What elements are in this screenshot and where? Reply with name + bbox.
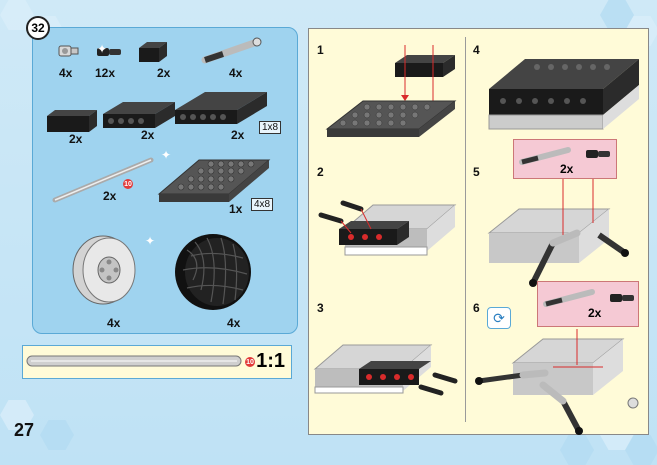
scale-ratio: 1:1 (256, 350, 285, 372)
sparkle-icon: ✦ (161, 148, 172, 162)
bush-part (58, 45, 79, 57)
column-divider (465, 37, 466, 422)
step-1-illustration (325, 45, 457, 137)
axle-part (52, 157, 154, 203)
plate-4x8-part (157, 159, 271, 202)
step-badge: 32 (26, 16, 50, 40)
callout-qty: 2x (560, 162, 574, 176)
step-2-illustration (318, 200, 457, 256)
shock-absorber-part (201, 37, 262, 64)
step-5-callout: 2x (513, 139, 617, 179)
axle-scale-part (26, 355, 242, 367)
part-qty: 1x (229, 202, 243, 216)
decor-hex (600, 0, 634, 30)
part-qty: 2x (231, 128, 245, 142)
pin-part (97, 48, 121, 56)
part-qty: 12x (95, 66, 116, 80)
wheel-rim-part (72, 235, 136, 305)
scale-ruler: 10 1:1 (22, 345, 292, 379)
step-number: 5 (473, 165, 480, 179)
pin-part (610, 294, 634, 302)
pin-part (586, 150, 610, 158)
rotate-icon: ⟳ (487, 307, 511, 329)
part-qty: 2x (103, 189, 117, 203)
brick-1x2-part (139, 42, 167, 62)
step-6-illustration (475, 329, 639, 435)
part-qty: 2x (157, 66, 171, 80)
callout-qty: 2x (588, 306, 602, 320)
decor-hex (40, 420, 74, 450)
shock-absorber-part (543, 289, 595, 307)
step-number: 6 (473, 301, 480, 315)
step-number: 2 (317, 165, 324, 179)
technic-brick-1x8-part (175, 92, 267, 124)
part-qty: 2x (141, 128, 155, 142)
step-5-illustration (487, 179, 629, 287)
part-qty: 4x (227, 316, 241, 330)
page-number: 27 (14, 420, 35, 440)
length-badge: 10 (245, 357, 255, 367)
technic-brick-1x4-part (47, 110, 97, 132)
shock-absorber-part (519, 147, 571, 165)
instructions-panel: 1 2 3 (308, 28, 649, 435)
length-badge: 10 (123, 179, 133, 189)
step-3-illustration (313, 344, 458, 396)
parts-list-panel: 4x 12x 2x 4x 2x 2x 2x 1x8 (32, 27, 298, 334)
step-4-illustration (488, 59, 639, 130)
part-tag: 1x8 (259, 121, 282, 134)
step-6-callout: 2x (537, 281, 639, 327)
tire-part (175, 234, 251, 310)
step-number: 1 (317, 43, 324, 57)
part-qty: 4x (229, 66, 243, 80)
part-tag: 4x8 (251, 198, 274, 211)
part-qty: 4x (107, 316, 121, 330)
part-qty: 2x (69, 132, 83, 146)
step-number: 3 (317, 301, 324, 315)
sparkle-icon: ✦ (145, 234, 156, 248)
part-qty: 4x (59, 66, 73, 80)
technic-brick-1x6-part (103, 102, 175, 128)
decor-hex (560, 435, 594, 465)
sparkle-icon: ✦ (97, 42, 108, 56)
step-number: 4 (473, 43, 480, 57)
